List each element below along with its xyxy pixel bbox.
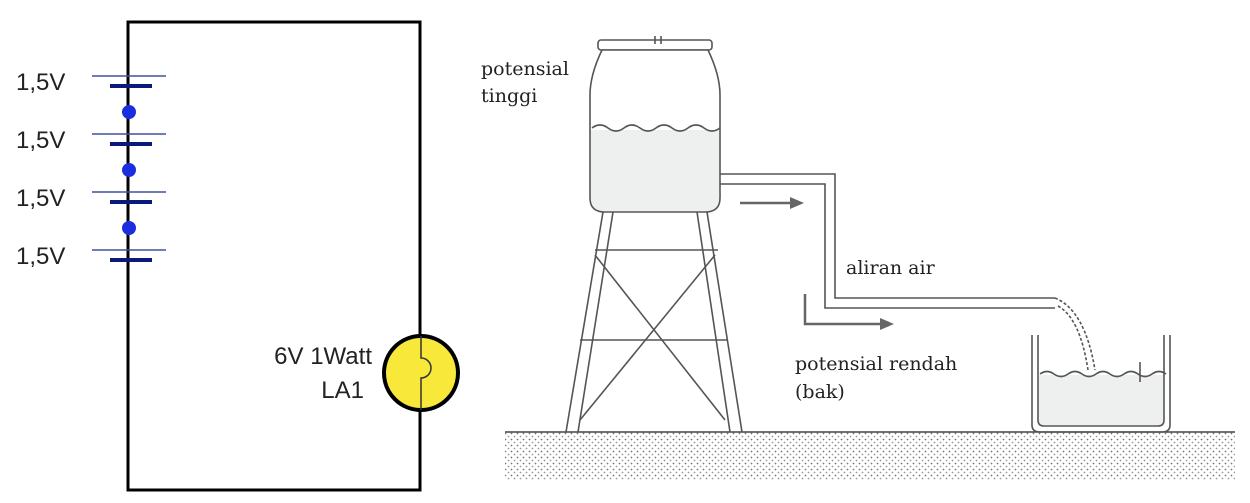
battery-label: 1,5V [16,243,65,270]
ground [505,432,1235,480]
water-analogy [505,36,1235,480]
circuit-wire-loop [126,20,422,492]
flow-label: aliran air [846,257,936,279]
lamp-icon [382,334,460,412]
water-pipe [720,173,1096,371]
junction-node [122,105,136,119]
water-tower-tank [589,36,721,213]
flow-arrow-icon [740,197,804,209]
junction-node [122,163,136,177]
low-potential-label: (bak) [795,381,845,403]
lamp-rating: 6V 1Watt [274,343,372,370]
basin [1031,335,1171,433]
circuit-diagram: 1,5V 1,5V 1,5V 1,5V 6V 1Watt LA1 [16,20,460,492]
battery-stack [92,75,166,262]
lamp-name: LA1 [321,377,364,404]
battery-label: 1,5V [16,69,65,96]
low-potential-label: potensial rendah [795,353,957,375]
high-potential-label: potensial [481,58,569,80]
battery-label: 1,5V [16,127,65,154]
high-potential-label: tinggi [481,85,537,107]
battery-label: 1,5V [16,185,65,212]
flow-arrow-icon [803,294,894,330]
water-tower-legs [565,211,743,433]
junction-node [122,221,136,235]
